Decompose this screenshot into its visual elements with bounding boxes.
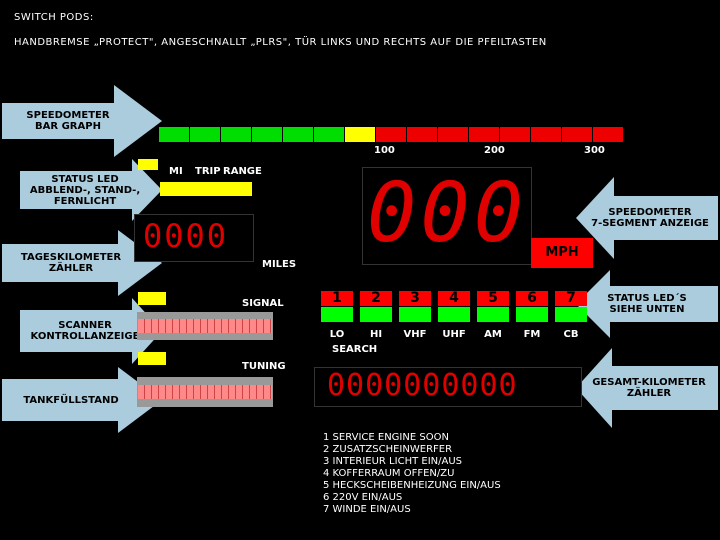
tuning-label: TUNING (242, 361, 286, 372)
callout-text: FERNLICHT (53, 195, 117, 207)
speed-display-box: 000 (362, 166, 532, 265)
callout-text: STATUS LED´S (607, 293, 687, 304)
bar-segment (500, 127, 530, 142)
page-title: SWITCH PODS: (14, 12, 94, 23)
band-label: UHF (442, 329, 466, 340)
callout-text: ABBLEND-, STAND-, (29, 184, 141, 196)
bar-segment (252, 127, 282, 142)
bar-segment (438, 127, 468, 142)
status-button-2[interactable]: 2 (360, 291, 392, 306)
status-button-7[interactable]: 7 (555, 291, 587, 306)
note-item: 3 INTERIEUR LICHT EIN/AUS (323, 456, 462, 467)
trip-display: 0000 (143, 217, 229, 255)
band-label: VHF (403, 329, 427, 340)
arrow-speedometer-7seg: SPEEDOMETER 7-SEGMENT ANZEIGE (576, 177, 718, 259)
trip-indicator-bar (160, 182, 252, 196)
band-label: FM (523, 329, 541, 340)
tick-label: 200 (484, 145, 505, 156)
callout-text: TANKFÜLLSTAND (23, 394, 119, 406)
callout-text: KONTROLLANZEIGE (30, 331, 140, 342)
band-indicator (477, 307, 509, 322)
arrow-fuel: TANKFÜLLSTAND (2, 367, 162, 433)
note-item: 7 WINDE EIN/AUS (323, 504, 411, 515)
bar-segment (314, 127, 344, 142)
arrow-trip-counter: TAGESKILOMETER ZÄHLER (2, 230, 162, 296)
callout-text: GESAMT-KILOMETER (592, 377, 706, 388)
band-indicator (438, 307, 470, 322)
mph-indicator: MPH (531, 238, 593, 268)
tuning-meter (137, 377, 273, 407)
bar-segment (159, 127, 189, 142)
odometer-display: 0000000000 (327, 368, 518, 403)
bar-segment (283, 127, 313, 142)
tick-label: 100 (374, 145, 395, 156)
callout-text: SCANNER (58, 320, 112, 331)
speed-display: 000 (367, 166, 528, 261)
band-indicator (399, 307, 431, 322)
callout-text: ZÄHLER (626, 388, 672, 399)
signal-meter (137, 312, 273, 340)
status-button-6[interactable]: 6 (516, 291, 548, 306)
note-item: 4 KOFFERRAUM OFFEN/ZU (323, 468, 455, 479)
trip-display-box: 0000 (134, 214, 254, 262)
fuel-indicator (138, 352, 166, 365)
callout-text: SIEHE UNTEN (609, 304, 685, 315)
arrow-scanner: SCANNER KONTROLLANZEIGE (20, 298, 162, 364)
search-label: SEARCH (332, 344, 378, 355)
band-label: LO (329, 329, 345, 340)
status-button-1[interactable]: 1 (321, 291, 353, 306)
odometer-box: 0000000000 (314, 367, 582, 407)
bar-segment (345, 127, 375, 142)
trip-label-trip: TRIP (195, 166, 221, 177)
band-indicator (321, 307, 353, 322)
page-subtitle: HANDBREMSE „PROTECT", ANGESCHNALLT „PLRS… (14, 37, 547, 48)
callout-text: ZÄHLER (48, 263, 94, 274)
callout-text: BAR GRAPH (35, 121, 101, 132)
bar-segment (190, 127, 220, 142)
bar-segment (593, 127, 623, 142)
bar-segment (407, 127, 437, 142)
trip-label-range: RANGE (223, 166, 262, 177)
status-button-4[interactable]: 4 (438, 291, 470, 306)
band-label: CB (563, 329, 579, 340)
note-item: 5 HECKSCHEIBENHEIZUNG EIN/AUS (323, 480, 501, 491)
band-label: HI (369, 329, 383, 340)
callout-text: SPEEDOMETER (26, 110, 110, 121)
signal-label: SIGNAL (242, 298, 284, 309)
arrow-odometer: GESAMT-KILOMETER ZÄHLER (576, 348, 718, 428)
miles-label: MILES (262, 259, 297, 270)
scanner-indicator (138, 292, 166, 305)
status-button-3[interactable]: 3 (399, 291, 431, 306)
bar-segment (562, 127, 592, 142)
tick-label: 300 (584, 145, 605, 156)
indicator-light-mi (138, 159, 158, 170)
callout-text: SPEEDOMETER (608, 207, 692, 218)
note-item: 1 SERVICE ENGINE SOON (323, 432, 449, 443)
note-item: 2 ZUSATZSCHEINWERFER (323, 444, 453, 455)
band-label: AM (484, 329, 502, 340)
callout-text: 7-SEGMENT ANZEIGE (591, 218, 709, 229)
arrow-speedometer-bar: SPEEDOMETER BAR GRAPH (2, 85, 162, 157)
callout-text: STATUS LED (51, 173, 119, 185)
bar-segment (221, 127, 251, 142)
bar-segment (376, 127, 406, 142)
bar-segment (469, 127, 499, 142)
trip-label-mi: MI (169, 166, 183, 177)
note-item: 6 220V EIN/AUS (323, 492, 403, 503)
legend-notes: 1 SERVICE ENGINE SOON 2 ZUSATZSCHEINWERF… (323, 432, 501, 516)
status-button-5[interactable]: 5 (477, 291, 509, 306)
bar-segment (531, 127, 561, 142)
band-indicator (555, 307, 587, 322)
band-indicator (516, 307, 548, 322)
band-indicator (360, 307, 392, 322)
callout-text: TAGESKILOMETER (20, 252, 122, 263)
arrow-status-led-light: STATUS LED ABBLEND-, STAND-, FERNLICHT (20, 159, 162, 221)
arrow-status-leds: STATUS LED´S SIEHE UNTEN (576, 270, 718, 338)
